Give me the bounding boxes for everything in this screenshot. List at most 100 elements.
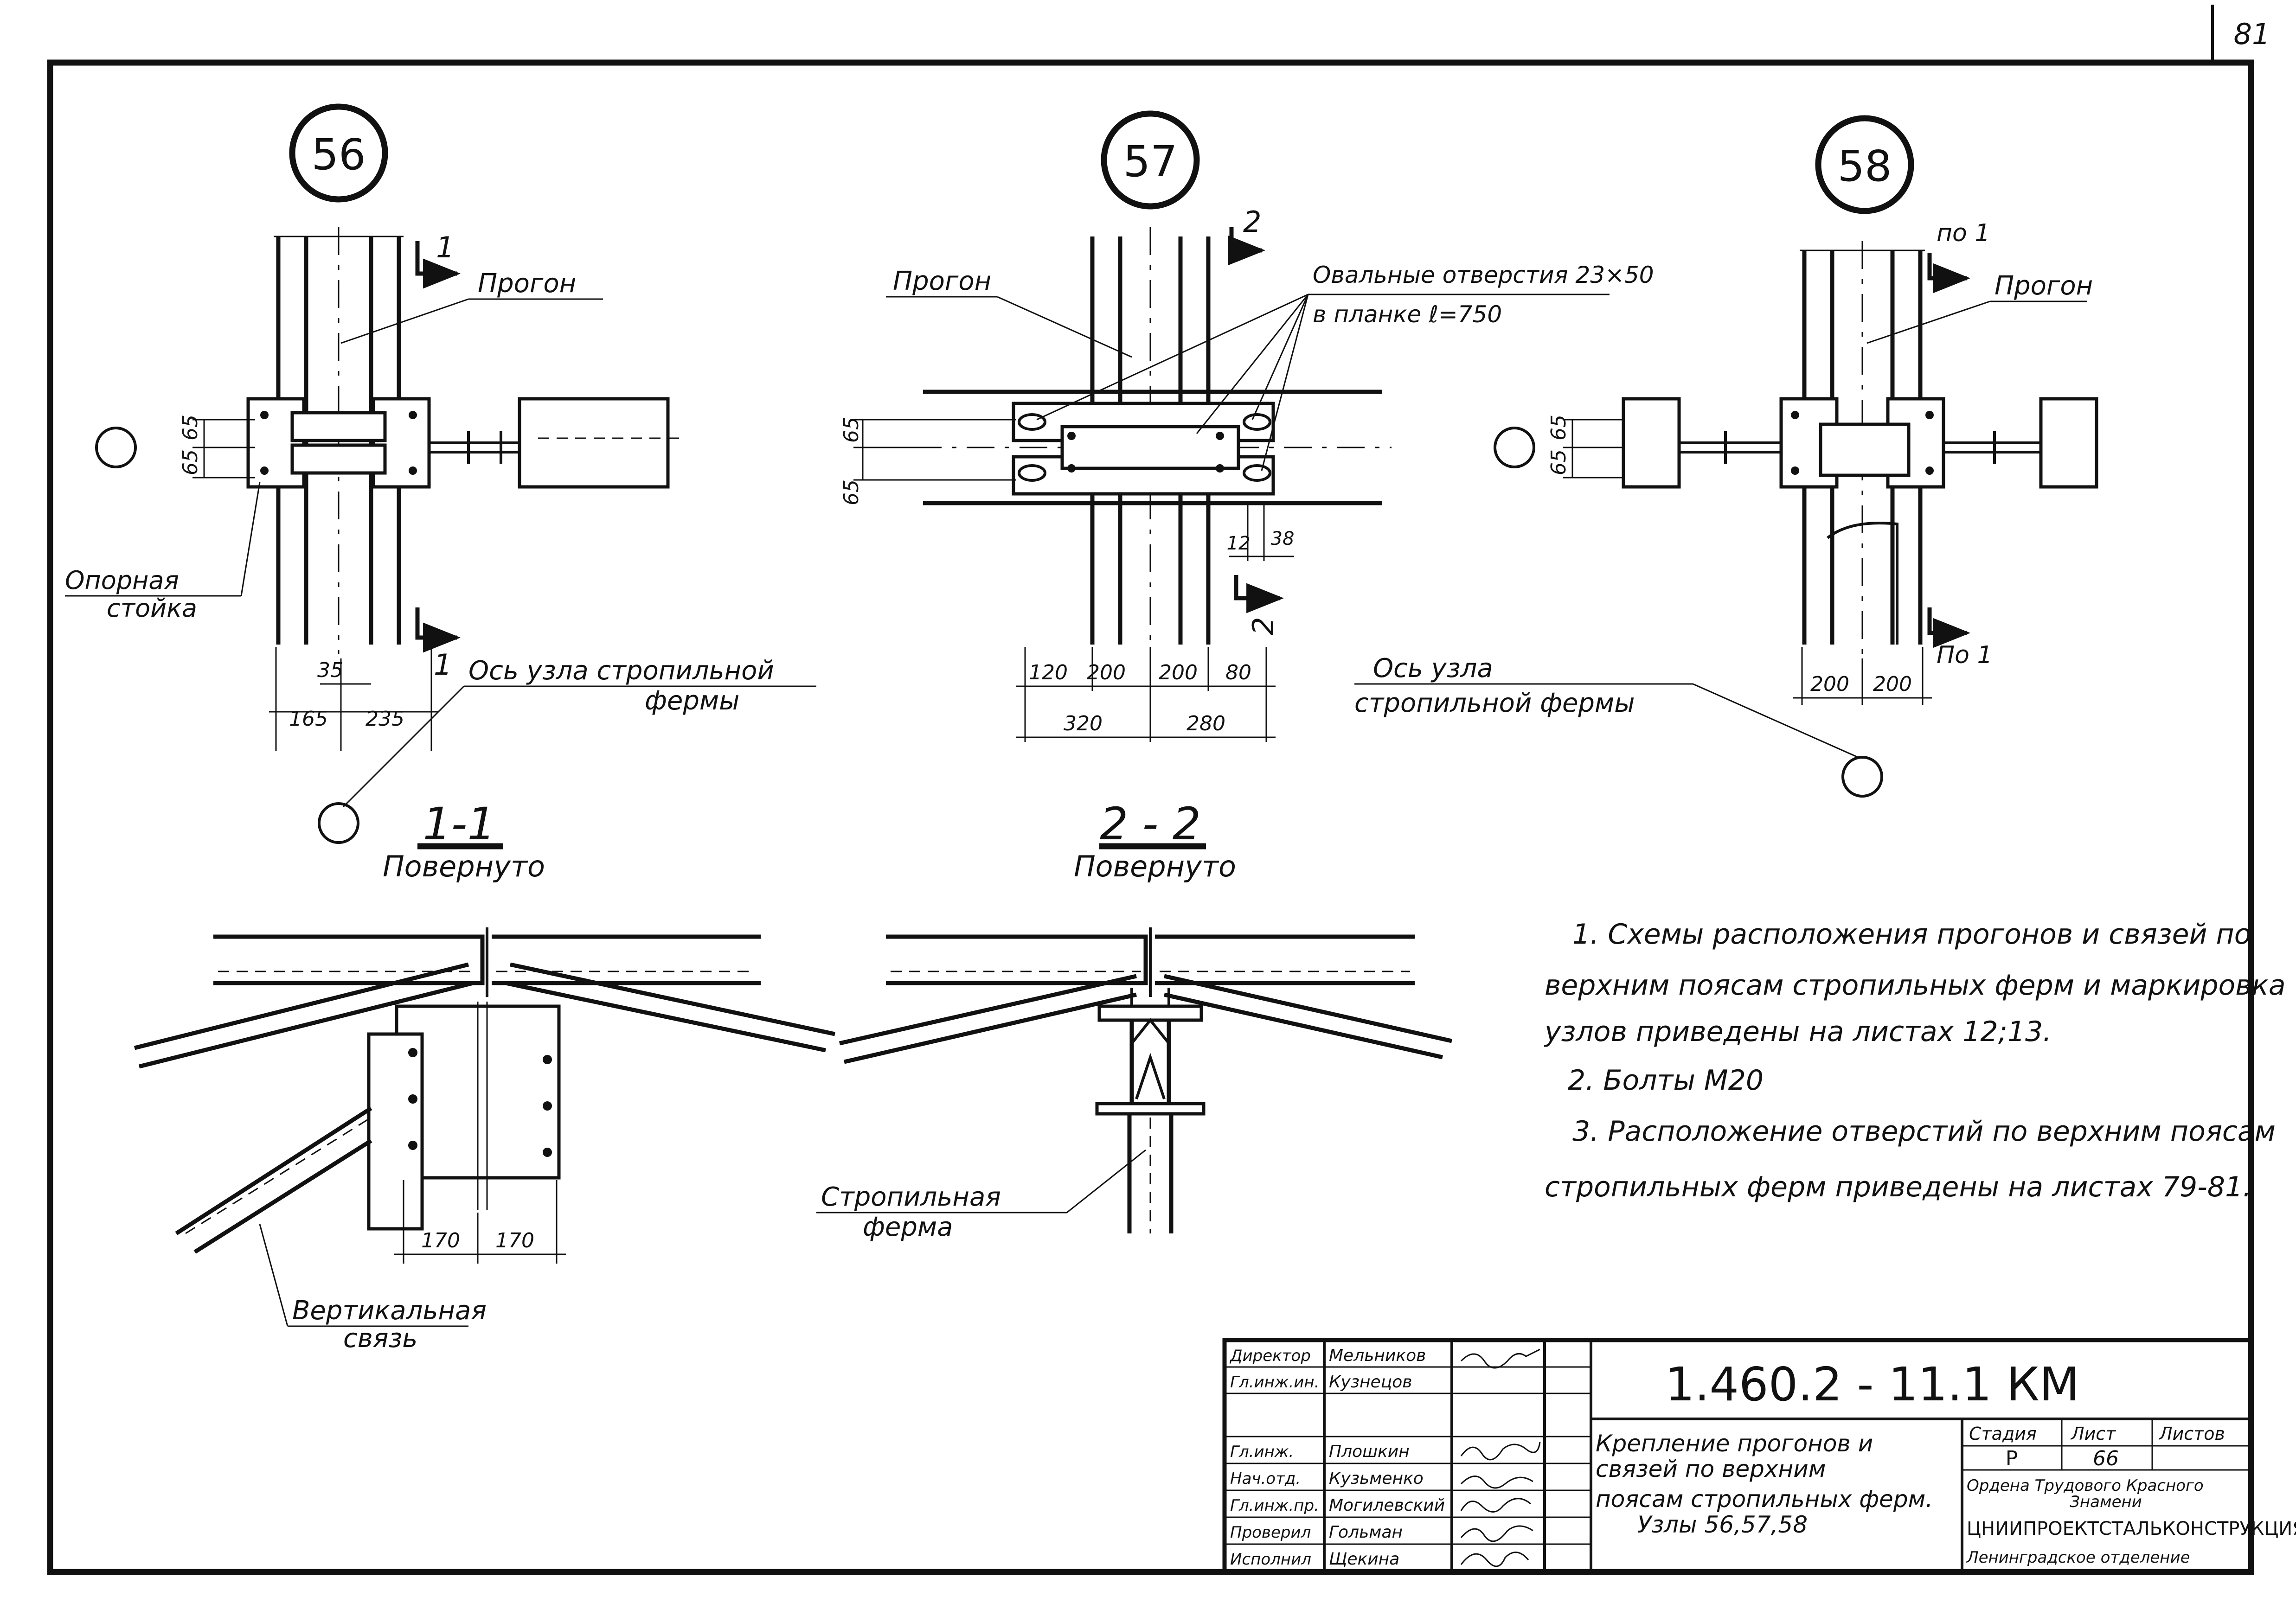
sheets-header: Листов — [2158, 1424, 2225, 1444]
node-56-support-post-line1: Опорная — [65, 566, 179, 595]
section-1-1-brace-line2: связь — [343, 1323, 417, 1354]
node-57-dim-120: 120 — [1029, 661, 1068, 684]
node-57-label: 57 — [1123, 137, 1177, 186]
node-57-oval-holes-line1: Овальные отверстия 23×50 — [1313, 262, 1654, 288]
node-56-dim-65-lower: 65 — [179, 449, 202, 475]
description-line-2: связей по верхним — [1596, 1456, 1826, 1482]
description-line-4: Узлы 56,57,58 — [1637, 1511, 1808, 1538]
node-58-marker — [1815, 115, 1914, 214]
node-56-section-mark-top: 1 — [436, 230, 454, 264]
name-2: Кузнецов — [1329, 1373, 1412, 1392]
section-2-2-title: 2 - 2 — [1100, 798, 1201, 850]
node-58: 58 65 65 по 1 — [1354, 115, 2098, 798]
general-notes: 1. Схемы расположения прогонов и связей … — [1544, 918, 2286, 1203]
role-8: Исполнил — [1230, 1550, 1311, 1569]
section-1-1-subtitle: Повернуто — [383, 850, 545, 883]
node-56-dim-165: 165 — [289, 707, 328, 731]
organization-line-1: Ордена Трудового Красного — [1967, 1476, 2204, 1495]
node-58-truss-axis-line2: стропильной фермы — [1354, 688, 1635, 718]
node-56-dim-65-upper: 65 — [179, 415, 202, 441]
signatures — [1460, 1348, 1541, 1567]
node-56-support-post-line2: стойка — [107, 594, 197, 623]
node-58-dim-200-right: 200 — [1873, 672, 1912, 696]
node-58-purlin-label: Прогон — [1995, 271, 2093, 301]
node-56: 56 1 1 Прогон — [65, 103, 816, 844]
drawing-code: 1.460.2 - 11.1 КМ — [1665, 1357, 2079, 1412]
organization-line-3: ЦНИИПРОЕКТСТАЛЬКОНСТРУКЦИЯ — [1967, 1518, 2296, 1539]
section-1-1-dim-170-right: 170 — [495, 1229, 534, 1252]
note-line-2: верхним поясам стропильных ферм и маркир… — [1545, 969, 2286, 1002]
section-2-2: 2 - 2 Повернуто Стропильная ферма — [816, 798, 1452, 1242]
section-2-2-subtitle: Повернуто — [1074, 850, 1236, 883]
node-58-dim-65-lower: 65 — [1547, 449, 1571, 475]
node-58-truss-axis-circle — [1841, 756, 1883, 798]
node-58-section-bottom-label: По 1 — [1937, 641, 1993, 669]
name-5: Кузьменко — [1329, 1469, 1424, 1488]
node-56-truss-axis-line2: фермы — [645, 686, 739, 716]
note-line-5: 3. Расположение отверстий по верхним поя… — [1572, 1115, 2276, 1148]
node-57-section-mark-top: 2 — [1243, 205, 1261, 239]
node-57-marker — [1101, 110, 1200, 210]
role-5: Нач.отд. — [1230, 1469, 1301, 1488]
name-7: Гольман — [1329, 1523, 1403, 1542]
node-56-dim-35: 35 — [317, 658, 343, 682]
node-56-dim-235: 235 — [366, 707, 404, 731]
node-58-dim-200-left: 200 — [1810, 672, 1849, 696]
node-58-dim-65-upper: 65 — [1547, 415, 1571, 441]
name-8: Щекина — [1329, 1550, 1399, 1569]
node-56-truss-axis-line1: Ось узла стропильной — [468, 656, 774, 686]
node-57-dim-12: 12 — [1227, 533, 1251, 554]
role-2: Гл.инж.ин. — [1230, 1373, 1319, 1392]
note-line-3: узлов приведены на листах 12;13. — [1544, 1016, 2052, 1048]
node-57-dim-280: 280 — [1186, 712, 1225, 735]
page-number: 81 — [2234, 17, 2270, 51]
node-57-dim-80: 80 — [1225, 661, 1251, 684]
node-57-dim-200-right: 200 — [1159, 661, 1198, 684]
sheet-frame — [47, 59, 2254, 1575]
section-2-2-truss-line2: ферма — [863, 1212, 953, 1242]
section-1-1: 1-1 Повернуто 170 — [134, 798, 835, 1354]
node-58-section-top-label: по 1 — [1937, 219, 1990, 247]
node-57-purlin-label: Прогон — [893, 266, 991, 296]
node-56-label: 56 — [311, 130, 366, 179]
sheet-header: Лист — [2070, 1424, 2116, 1444]
section-2-2-truss-line1: Стропильная — [821, 1182, 1001, 1212]
node-56-truss-axis-circle — [318, 802, 359, 844]
section-1-1-dim-170-left: 170 — [421, 1229, 460, 1252]
note-line-6: стропильных ферм приведены на листах 79-… — [1545, 1171, 2251, 1203]
node-56-axis-circle — [95, 427, 137, 468]
section-1-1-brace-line1: Вертикальная — [292, 1296, 487, 1326]
node-57-dim-65-lower: 65 — [840, 479, 863, 505]
node-57-dim-320: 320 — [1064, 712, 1103, 735]
organization-line-2: Знамени — [2070, 1493, 2142, 1511]
node-58-axis-circle — [1494, 427, 1535, 468]
section-1-1-title: 1-1 — [423, 798, 496, 850]
node-58-truss-axis-line1: Ось узла — [1373, 653, 1493, 683]
title-block: Директор Мельников Гл.инж.ин. Кузнецов Г… — [1222, 1338, 2296, 1574]
stage-value: Р — [2006, 1447, 2018, 1470]
node-58-label: 58 — [1837, 141, 1892, 191]
node-57: 57 2 2 Прогон — [840, 110, 1654, 742]
node-56-purlin-label: Прогон — [478, 268, 576, 299]
node-57-section-mark-bottom: 2 — [1246, 617, 1280, 635]
node-57-oval-holes-line2: в планке ℓ=750 — [1313, 301, 1502, 328]
description-line-3: поясам стропильных ферм. — [1596, 1486, 1933, 1513]
note-line-1: 1. Схемы расположения прогонов и связей … — [1572, 918, 2251, 951]
node-56-marker — [289, 103, 388, 203]
node-56-section-mark-bottom: 1 — [434, 648, 452, 682]
node-57-dim-200-left: 200 — [1087, 661, 1126, 684]
node-57-dim-38: 38 — [1271, 528, 1295, 549]
role-6: Гл.инж.пр. — [1230, 1496, 1319, 1515]
name-4: Плошкин — [1329, 1442, 1410, 1461]
stage-header: Стадия — [1969, 1424, 2037, 1444]
note-line-4: 2. Болты М20 — [1568, 1064, 1764, 1097]
sheet-value: 66 — [2093, 1447, 2119, 1470]
organization-line-4: Ленинградское отделение — [1966, 1548, 2190, 1567]
description-line-1: Крепление прогонов и — [1596, 1430, 1873, 1457]
name-6: Могилевский — [1329, 1496, 1445, 1515]
node-57-dim-65-upper: 65 — [840, 417, 863, 443]
role-1: Директор — [1229, 1347, 1311, 1365]
role-4: Гл.инж. — [1230, 1443, 1294, 1461]
name-1: Мельников — [1329, 1346, 1426, 1365]
